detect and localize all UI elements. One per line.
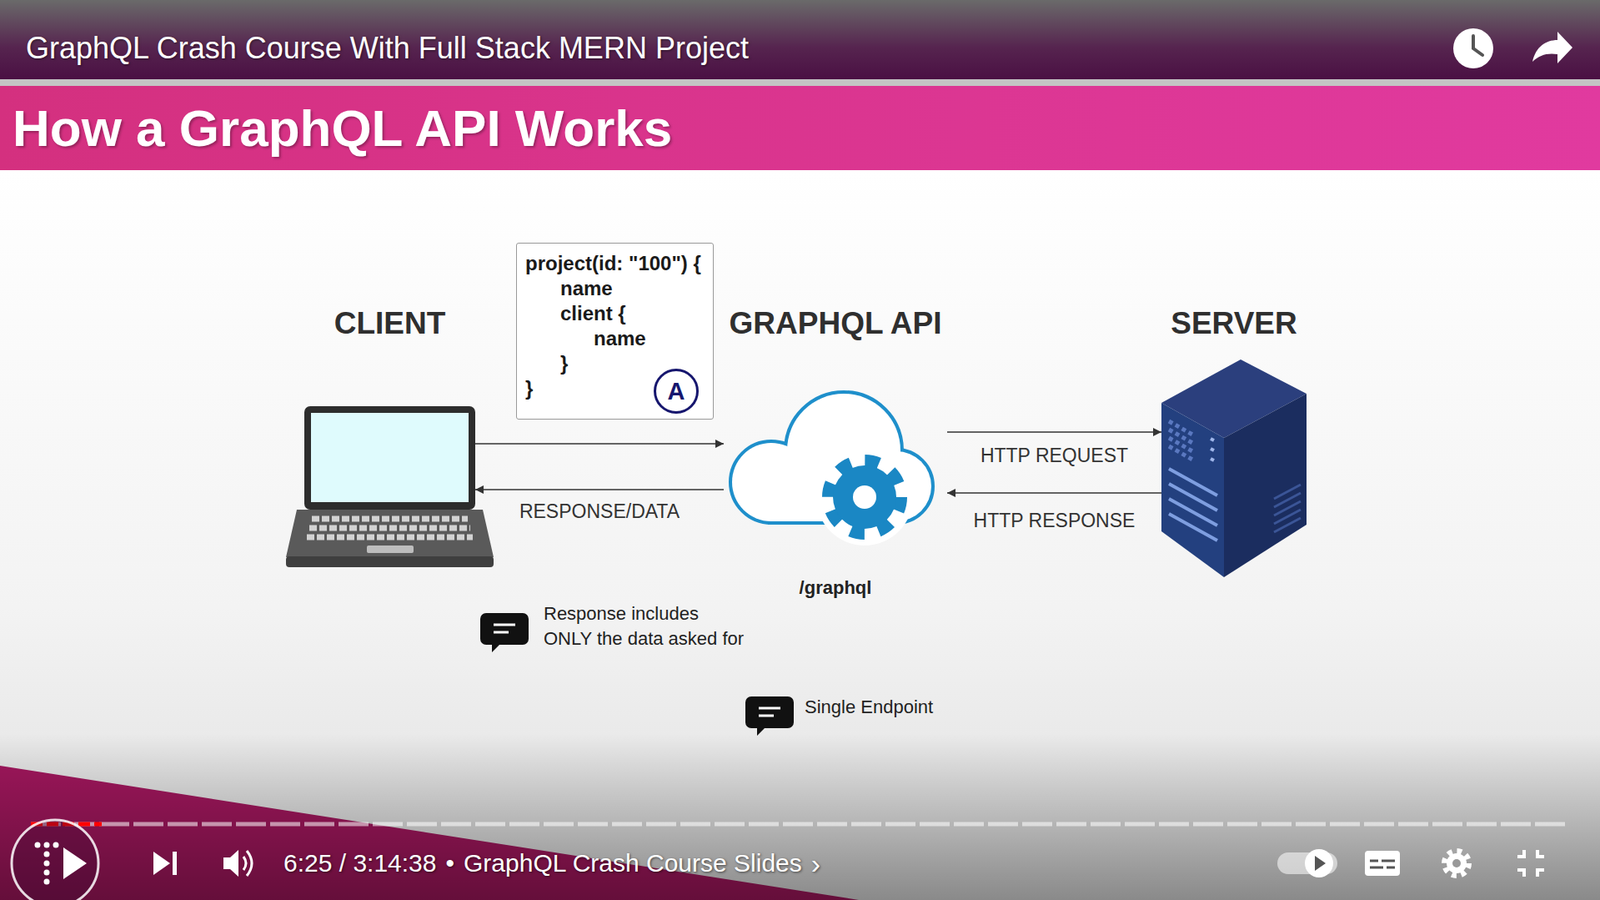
progress-bar	[30, 822, 1570, 827]
laptop-screen	[310, 412, 469, 502]
settings-teeth	[1444, 851, 1469, 875]
arrow-connector	[475, 488, 724, 491]
player-shade	[0, 733, 1600, 900]
chapter-chevron: ›	[811, 847, 821, 880]
node-heading: SERVER	[1170, 306, 1298, 341]
slide-border	[0, 79, 1600, 86]
slide-body	[0, 170, 1600, 900]
query-line: client {	[560, 300, 702, 327]
volume-waves	[243, 850, 252, 876]
next-icon-bar	[172, 851, 177, 875]
channel-logo	[11, 819, 99, 900]
video-title: GraphQL Crash Course With Full Stack MER…	[25, 30, 749, 67]
volume-icon	[223, 849, 239, 877]
keyboard-row	[306, 534, 473, 541]
gear-teeth	[827, 460, 902, 534]
exit-fullscreen-icon	[1517, 849, 1545, 877]
connector-label: HTTP REQUEST	[980, 443, 1129, 467]
logo-dots	[44, 853, 51, 883]
server-side	[1223, 393, 1307, 577]
player-timebar: 6:25 / 3:14:38 •GraphQL Crash Course Slid…	[283, 844, 821, 882]
next-icon	[153, 851, 171, 875]
captions-lines	[1369, 860, 1395, 868]
callout-note: Response includes ONLY the data asked fo…	[543, 601, 750, 652]
gear-hole	[852, 485, 877, 509]
video-time: 6:25 / 3:14:38	[283, 848, 437, 878]
laptop-screen-frame	[304, 406, 476, 510]
keyboard-row	[311, 516, 468, 522]
server-panel	[1168, 421, 1194, 461]
query-line: name	[560, 275, 702, 301]
query-line: project(id: "100") {	[525, 250, 702, 276]
comment-icon-lines	[758, 707, 781, 716]
callout-note: Single Endpoint	[804, 694, 933, 720]
node-heading: CLIENT	[334, 306, 447, 341]
play-icon	[63, 847, 87, 879]
endpoint-path: /graphql	[799, 575, 873, 601]
graphql-api: GRAPHQL API/graphql	[723, 306, 948, 601]
watch-later-icon	[1453, 28, 1494, 69]
captions-icon	[1364, 850, 1400, 876]
comment-icon	[745, 696, 794, 736]
comment-icon	[480, 612, 529, 653]
keyboard-row	[309, 525, 471, 532]
clock-hands	[1473, 35, 1483, 56]
separator-dot: •	[446, 848, 456, 878]
settings-icon	[1446, 852, 1467, 873]
client-laptop: CLIENT	[304, 306, 476, 567]
share-icon	[1532, 31, 1573, 64]
title-band	[0, 85, 1600, 171]
node-heading: GRAPHQL API	[729, 306, 943, 341]
laptop-bottom	[285, 556, 494, 567]
comment-icon-lines	[493, 624, 516, 632]
server-vents	[1273, 484, 1301, 532]
server-front	[1161, 402, 1224, 577]
arrow-connector	[475, 442, 724, 445]
connector-label: RESPONSE/DATA	[519, 499, 680, 523]
server: SERVER	[1161, 306, 1307, 577]
drive-slots	[1168, 468, 1218, 541]
apollo-logo: A	[653, 368, 699, 414]
arrow-connector	[947, 431, 1162, 433]
laptop-base	[285, 509, 494, 557]
autoplay-knob	[1304, 848, 1334, 878]
gear-body	[832, 465, 897, 529]
logo-dots	[37, 842, 61, 848]
slide-title: How a GraphQL API Works	[12, 86, 673, 171]
settings-hole	[1452, 858, 1461, 868]
arrow-connector	[947, 491, 1162, 494]
gear-gap	[816, 448, 913, 546]
chapter-title: GraphQL Crash Course Slides	[463, 848, 803, 878]
video-top-bar	[0, 0, 1600, 80]
query-line: name	[593, 326, 702, 352]
server-leds	[1210, 438, 1214, 461]
autoplay-play	[1314, 855, 1326, 871]
trackpad	[366, 545, 414, 553]
connector-label: HTTP RESPONSE	[973, 508, 1136, 532]
